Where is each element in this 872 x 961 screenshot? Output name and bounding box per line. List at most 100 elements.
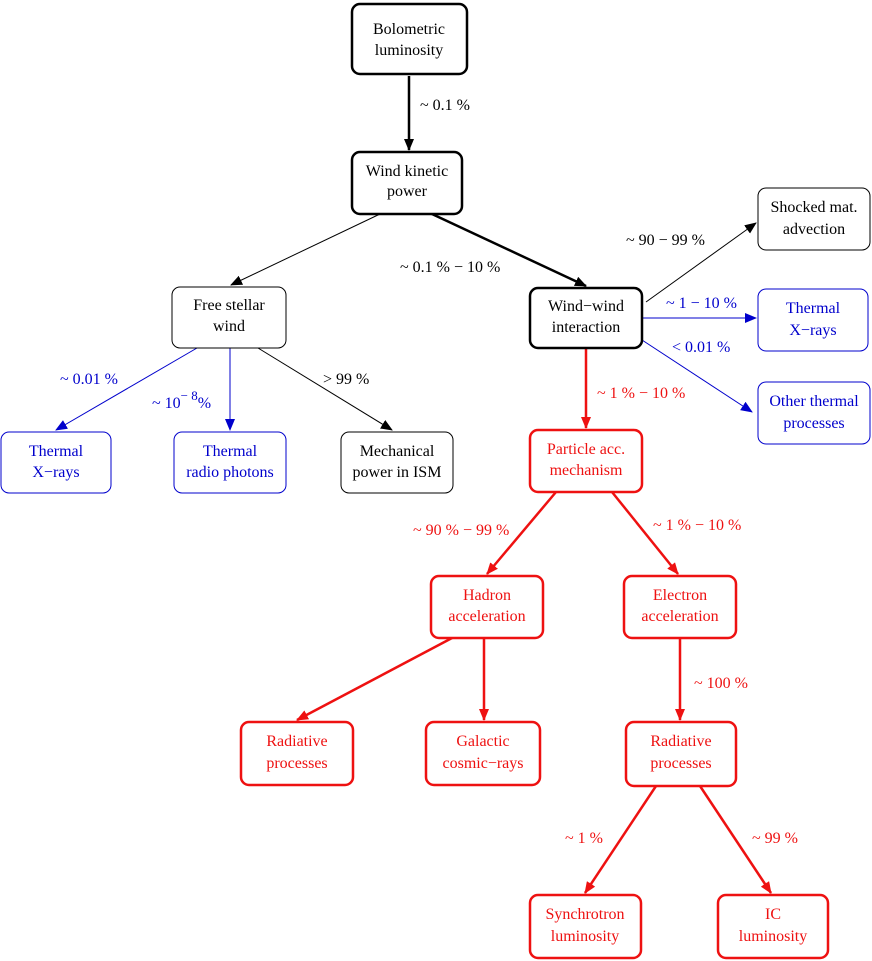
node-line: processes	[650, 755, 711, 772]
node-line: processes	[266, 755, 327, 772]
node-box	[622, 574, 738, 640]
node-box	[429, 574, 545, 640]
node-particle-acceleration-mechanism: Particle acc. mechanism	[528, 428, 644, 494]
edge-label: ~ 99 %	[752, 830, 798, 847]
node-box	[757, 187, 871, 251]
node-box	[173, 431, 287, 494]
node-radiative-processes-electron: Radiative processes	[624, 720, 738, 788]
node-line: Radiative	[266, 733, 327, 750]
edge-label-tail: %	[198, 395, 211, 412]
node-hadron-acceleration: Hadron acceleration	[429, 574, 545, 640]
node-box	[350, 150, 464, 216]
node-line: luminosity	[375, 42, 443, 59]
edge-radiative-electron-to-ic	[698, 785, 773, 894]
node-line: interaction	[552, 319, 620, 336]
node-line: Wind kinetic	[366, 163, 448, 180]
node-line: processes	[783, 415, 844, 432]
edge-label: ~ 0.01 %	[60, 371, 118, 388]
edge-labels: ~ 0.1 % ~ 0.1 % − 10 % ~ 90 − 99 % ~ 1 −…	[60, 97, 798, 847]
node-line: X−rays	[32, 464, 79, 481]
node-box	[0, 431, 112, 494]
node-line: acceleration	[641, 608, 718, 625]
node-box	[239, 720, 355, 787]
node-bolometric-luminosity: Bolometric luminosity	[350, 2, 469, 76]
edge-wind-kinetic-to-free-wind	[230, 213, 381, 286]
node-line: Electron	[653, 587, 707, 604]
edge-label: ~ 0.1 %	[420, 97, 470, 114]
node-line: IC	[765, 906, 781, 923]
node-box	[171, 286, 287, 349]
edge-label: ~ 1 % − 10 %	[597, 385, 685, 402]
node-ic-luminosity: IC luminosity	[716, 893, 830, 960]
edge-free-wind-to-thermal-xrays-left	[55, 347, 198, 431]
node-box	[424, 720, 542, 787]
node-line: Wind−wind	[548, 298, 624, 315]
node-line: Synchrotron	[545, 906, 624, 923]
node-line: X−rays	[789, 322, 836, 339]
node-line: Thermal	[203, 443, 258, 460]
edge-radiative-electron-to-synchrotron	[583, 785, 658, 894]
edge-label: ~ 90 % − 99 %	[413, 522, 509, 539]
node-box	[528, 428, 644, 494]
node-wind-kinetic-power: Wind kinetic power	[350, 150, 464, 216]
edge-particle-acc-to-hadron-acc	[486, 491, 557, 575]
node-line: Mechanical	[360, 443, 435, 460]
node-line: advection	[783, 221, 845, 238]
node-line: Radiative	[650, 733, 711, 750]
node-thermal-radio-photons: Thermal radio photons	[173, 431, 287, 494]
node-thermal-xrays-left: Thermal X−rays	[0, 431, 112, 494]
node-line: power in ISM	[353, 464, 442, 481]
node-thermal-xrays-right: Thermal X−rays	[757, 288, 869, 352]
edge-label: ~ 100 %	[694, 675, 748, 692]
edge-label: ~ 90 − 99 %	[626, 232, 705, 249]
node-wind-wind-interaction: Wind−wind interaction	[528, 286, 644, 350]
node-line: wind	[213, 318, 245, 335]
edge-label: ~ 1 %	[565, 830, 603, 847]
node-mechanical-power-ism: Mechanical power in ISM	[340, 431, 454, 494]
edge-hadron-acc-to-radiative-hadron	[296, 636, 453, 722]
node-line: acceleration	[448, 608, 525, 625]
node-box	[624, 720, 738, 788]
node-line: Shocked mat.	[770, 199, 857, 216]
edge-particle-acc-to-electron-acc	[611, 491, 679, 575]
node-box	[757, 288, 869, 352]
node-box	[716, 893, 830, 960]
edge-label: ~ 1 − 10 %	[666, 295, 737, 312]
node-line: power	[387, 183, 428, 200]
node-radiative-processes-hadron: Radiative processes	[239, 720, 355, 787]
node-free-stellar-wind: Free stellar wind	[171, 286, 287, 349]
node-galactic-cosmic-rays: Galactic cosmic−rays	[424, 720, 542, 787]
node-line: Other thermal	[769, 393, 859, 410]
node-electron-acceleration: Electron acceleration	[622, 574, 738, 640]
node-line: cosmic−rays	[443, 755, 524, 772]
node-box	[340, 431, 454, 494]
edge-label: < 0.01 %	[672, 339, 730, 356]
node-line: mechanism	[550, 462, 623, 479]
edge-label-base: ~ 10	[152, 395, 181, 412]
node-box	[528, 893, 643, 960]
edge-free-wind-to-mechanical	[257, 347, 393, 431]
node-box	[350, 2, 469, 76]
node-line: luminosity	[551, 928, 619, 945]
node-line: Galactic	[456, 733, 509, 750]
node-line: Particle acc.	[547, 441, 625, 458]
node-line: Hadron	[463, 587, 511, 604]
node-other-thermal-processes: Other thermal processes	[757, 381, 871, 445]
edge-label: > 99 %	[323, 371, 369, 388]
node-line: Bolometric	[373, 21, 445, 38]
node-box	[757, 381, 871, 445]
edge-wind-kinetic-to-wind-wind	[431, 212, 587, 288]
node-synchrotron-luminosity: Synchrotron luminosity	[528, 893, 643, 960]
edge-label: ~ 0.1 % − 10 %	[400, 259, 500, 276]
node-line: Thermal	[786, 300, 841, 317]
node-line: radio photons	[186, 464, 274, 481]
node-shocked-material-advection: Shocked mat. advection	[757, 187, 871, 251]
edge-wind-wind-to-other-thermal	[641, 339, 753, 413]
edge-label: ~ 1 % − 10 %	[653, 517, 741, 534]
node-line: Thermal	[29, 443, 84, 460]
edge-label-superscript: − 8	[181, 388, 198, 403]
node-line: Free stellar	[193, 297, 265, 314]
node-line: luminosity	[739, 928, 807, 945]
